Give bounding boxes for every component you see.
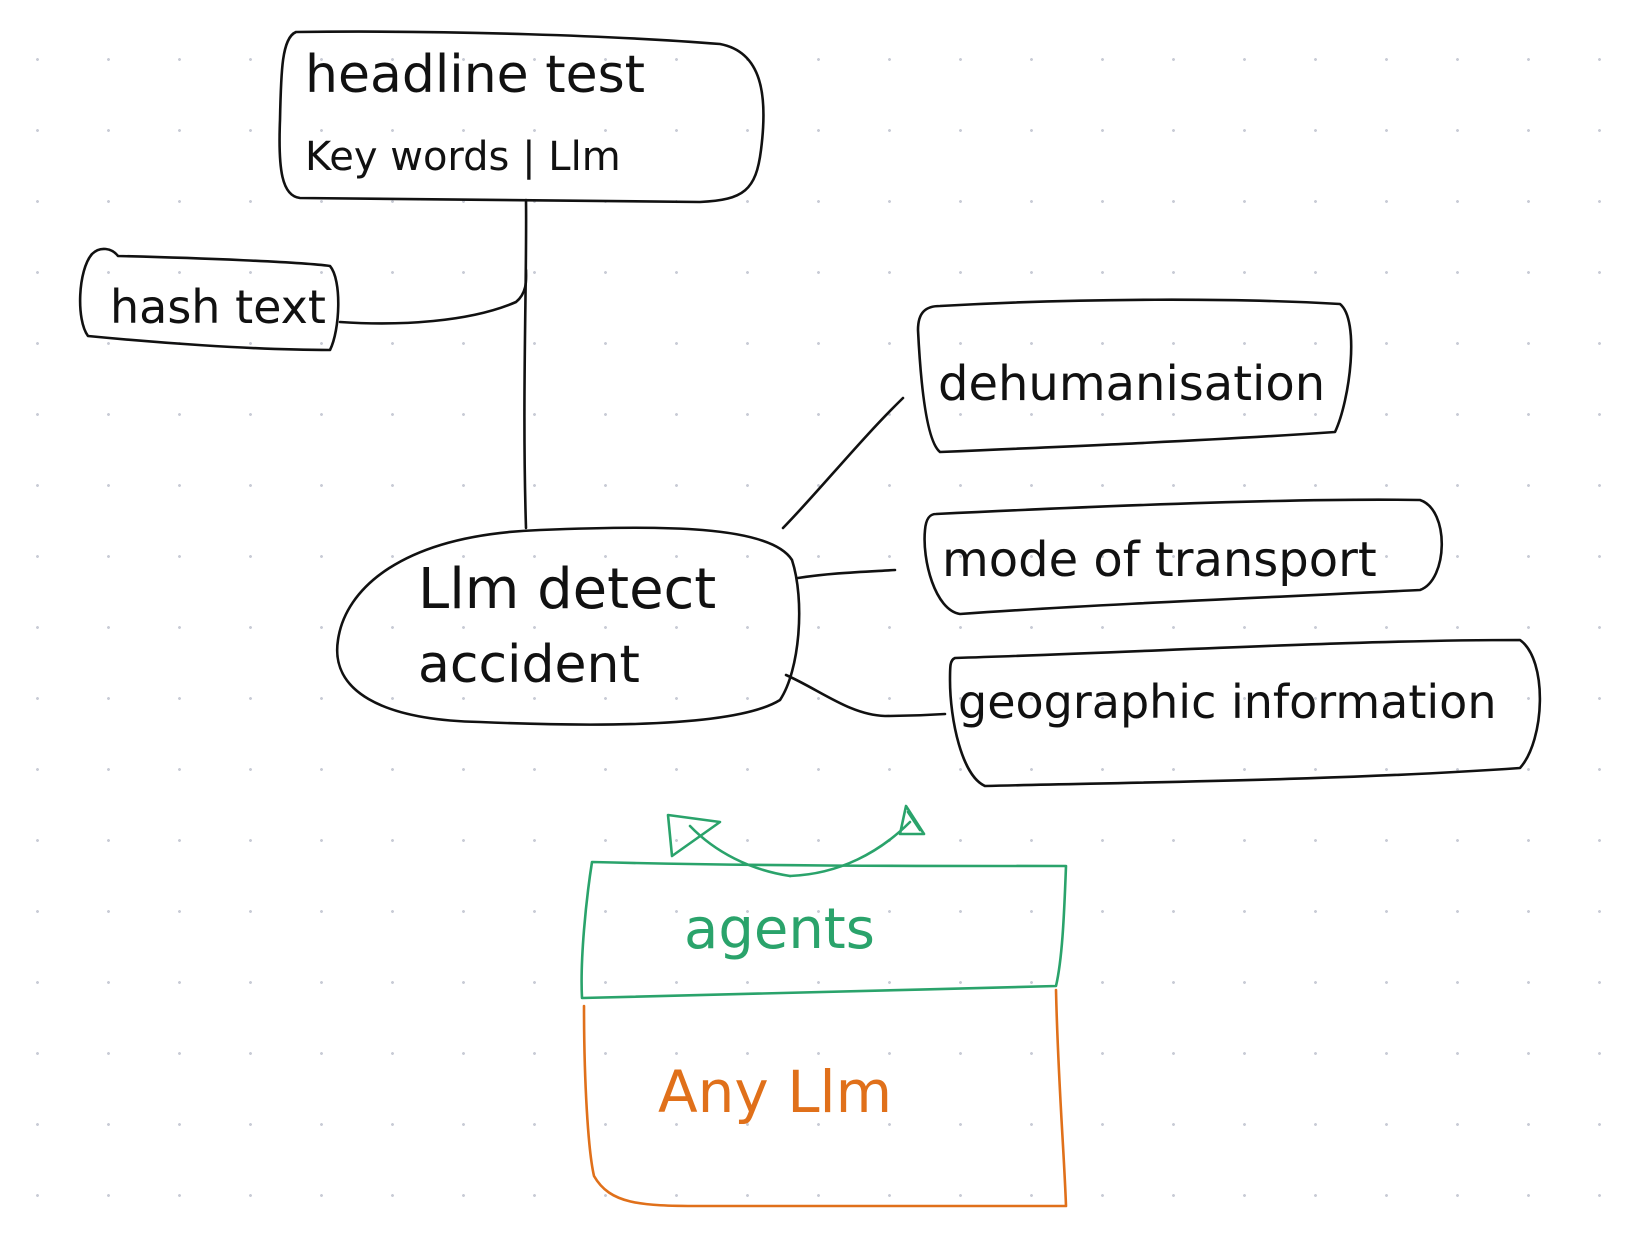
connector-geographic-information [784, 673, 947, 718]
layer-agents[interactable]: agents [580, 860, 1068, 1000]
node-geographic-information-label: geographic information [958, 675, 1496, 729]
stack-diagram: agents Any Llm [580, 804, 1068, 1208]
layer-agents-label: agents [684, 897, 875, 962]
layer-any-llm[interactable]: Any Llm [582, 988, 1068, 1208]
node-llm-detect-border [335, 526, 801, 726]
node-dehumanisation[interactable]: dehumanisation [916, 298, 1353, 454]
node-llm-detect-line2: accident [418, 635, 640, 695]
node-hash-text-border [78, 247, 340, 352]
node-llm-detect-line1: Llm detect [418, 557, 716, 622]
layer-any-llm-label: Any Llm [658, 1058, 892, 1126]
node-geographic-information[interactable]: geographic information [948, 638, 1542, 788]
node-headline[interactable]: headline test Key words | Llm [278, 30, 765, 204]
agents-arrow-right-icon [788, 804, 926, 878]
node-mode-of-transport-border [923, 498, 1444, 616]
node-llm-detect-accident[interactable]: Llm detect accident [335, 526, 801, 726]
node-headline-title: headline test [305, 45, 645, 105]
node-hash-text[interactable]: hash text [78, 247, 340, 352]
connector-mode-of-transport [796, 568, 897, 580]
node-dehumanisation-label: dehumanisation [938, 356, 1325, 412]
node-headline-border [278, 30, 765, 204]
node-dehumanisation-border [916, 298, 1353, 454]
node-mode-of-transport-label: mode of transport [942, 532, 1377, 588]
node-hash-text-label: hash text [110, 280, 326, 334]
node-mode-of-transport[interactable]: mode of transport [923, 498, 1444, 616]
connector-headline-to-llm-detect [523, 198, 528, 530]
node-geographic-information-border [948, 638, 1542, 788]
agents-arrow-left-icon [666, 813, 792, 878]
layer-any-llm-border [582, 988, 1068, 1208]
connectors [338, 198, 947, 718]
connector-hash-text [338, 268, 528, 325]
layer-agents-border [580, 860, 1068, 1000]
node-headline-keywords: Key words | Llm [305, 134, 621, 180]
connector-dehumanisation [781, 396, 905, 530]
